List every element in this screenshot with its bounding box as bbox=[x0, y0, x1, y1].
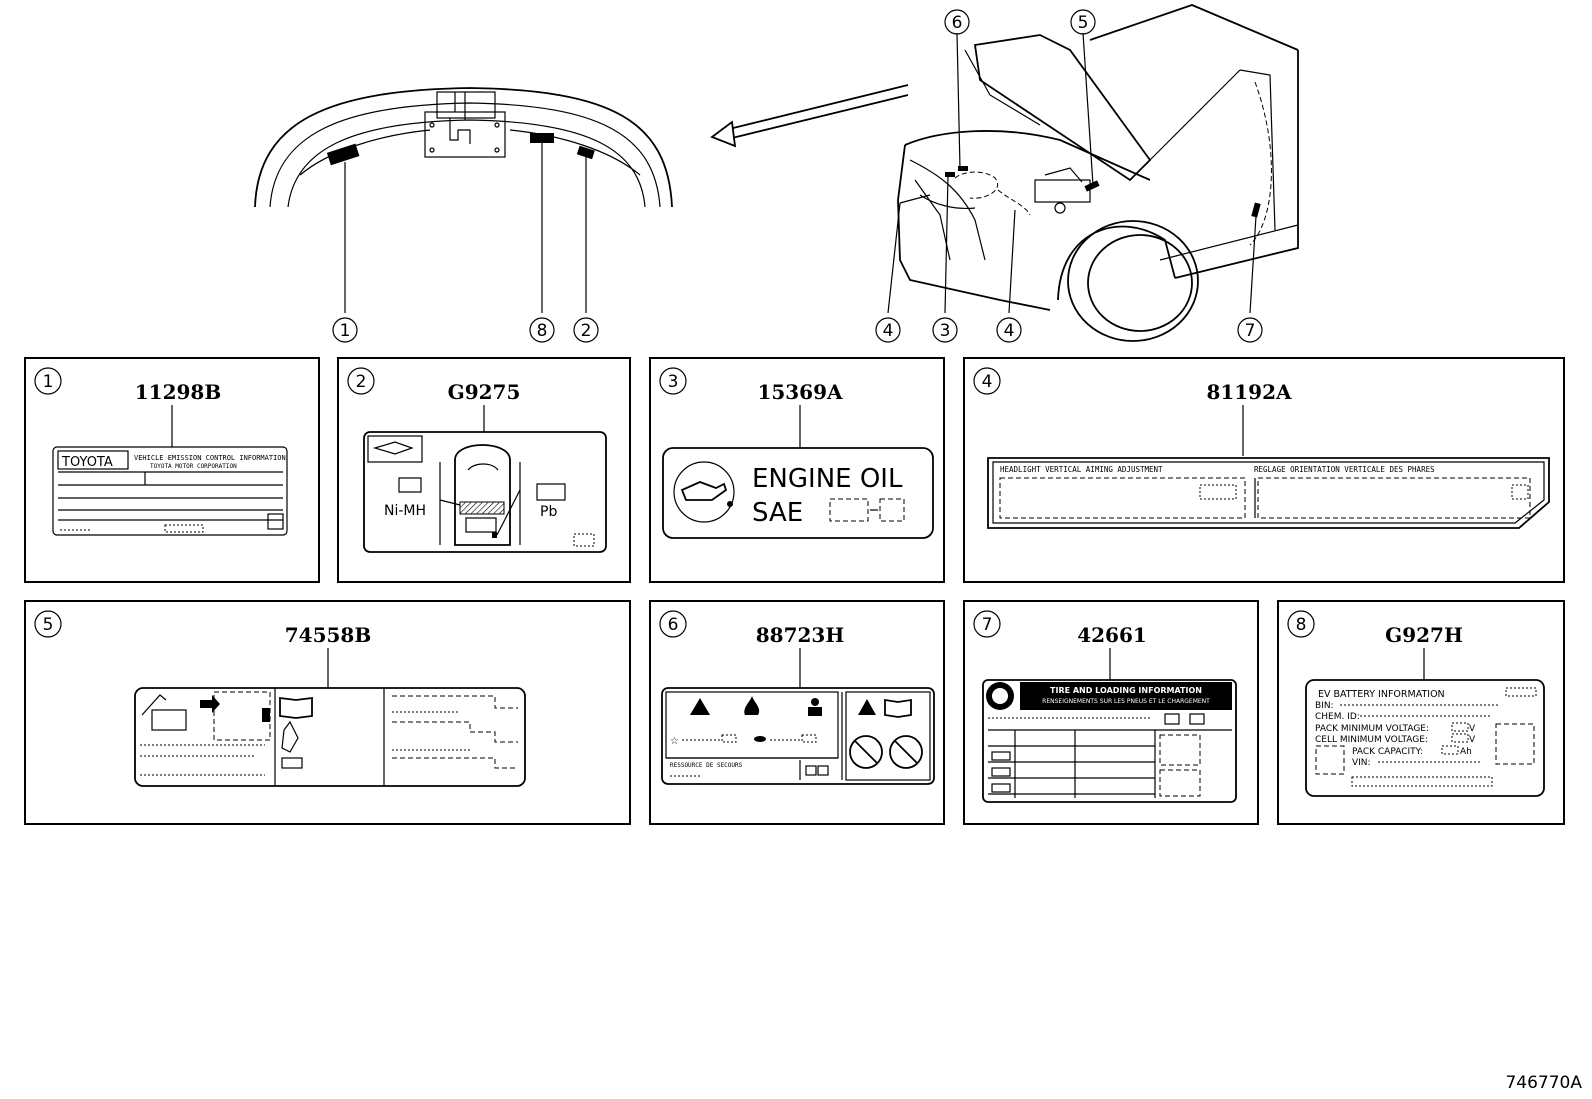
panel-7: 7 42661 TIRE AND LOADING INFORMATION REN… bbox=[963, 600, 1259, 825]
svg-text:Ah: Ah bbox=[1460, 747, 1472, 757]
view-direction-arrow bbox=[710, 84, 909, 148]
label-patch-3 bbox=[945, 172, 955, 177]
vehicle-view bbox=[887, 4, 1299, 342]
svg-text:REGLAGE ORIENTATION VERTICALE: REGLAGE ORIENTATION VERTICALE DES PHARES bbox=[1254, 465, 1435, 474]
svg-text:ENGINE OIL: ENGINE OIL bbox=[752, 464, 903, 494]
svg-text:TOYOTA: TOYOTA bbox=[61, 455, 113, 470]
svg-text:☆: ☆ bbox=[670, 736, 679, 747]
label-patch-2 bbox=[576, 145, 595, 160]
svg-text:2: 2 bbox=[356, 372, 367, 392]
svg-text:7: 7 bbox=[1245, 321, 1256, 341]
svg-text:SAE: SAE bbox=[752, 498, 803, 528]
svg-text:1: 1 bbox=[43, 372, 54, 392]
part-number: 81192A bbox=[1206, 380, 1292, 404]
label-patch-1 bbox=[326, 143, 360, 166]
callout-5-top: 5 bbox=[1070, 9, 1096, 35]
svg-text:1: 1 bbox=[340, 321, 351, 341]
svg-text:BIN:: BIN: bbox=[1315, 701, 1334, 711]
figure-id: 746770A bbox=[1505, 1073, 1582, 1093]
svg-text:VEHICLE EMISSION CONTROL INFOR: VEHICLE EMISSION CONTROL INFORMATION bbox=[134, 454, 286, 462]
svg-text:HEADLIGHT VERTICAL AIMING ADJU: HEADLIGHT VERTICAL AIMING ADJUSTMENT bbox=[1000, 465, 1163, 474]
part-number: G927H bbox=[1385, 623, 1463, 647]
svg-text:Ni-MH: Ni-MH bbox=[384, 503, 426, 519]
callout-4-top-left: 4 bbox=[875, 317, 901, 343]
svg-text:V: V bbox=[1469, 735, 1476, 745]
part-number: 11298B bbox=[135, 380, 221, 404]
callout-1-top: 1 bbox=[332, 317, 358, 343]
panel-5: 5 74558B bbox=[24, 600, 631, 825]
panel-2: 2 G9275 Ni-MH Pb bbox=[337, 357, 631, 583]
svg-text:4: 4 bbox=[982, 372, 993, 392]
svg-text:TIRE AND LOADING INFORMATION: TIRE AND LOADING INFORMATION bbox=[1050, 686, 1202, 695]
label-patch-5 bbox=[1084, 180, 1100, 192]
panel-1: 1 11298B TOYOTA VEHICLE EMISSION CONTROL… bbox=[24, 357, 320, 583]
svg-text:6: 6 bbox=[668, 615, 679, 635]
part-number: 74558B bbox=[285, 623, 371, 647]
svg-text:8: 8 bbox=[537, 321, 548, 341]
callout-6-top: 6 bbox=[944, 9, 970, 35]
svg-text:Pb: Pb bbox=[540, 504, 557, 520]
svg-text:CHEM. ID:: CHEM. ID: bbox=[1315, 712, 1360, 722]
svg-text:4: 4 bbox=[883, 321, 894, 341]
svg-text:RESSOURCE DE SECOURS: RESSOURCE DE SECOURS bbox=[670, 762, 743, 769]
panel-4: 4 81192A HEADLIGHT VERTICAL AIMING ADJUS… bbox=[963, 357, 1565, 583]
callout-8-top: 8 bbox=[529, 317, 555, 343]
svg-text:VIN:: VIN: bbox=[1352, 758, 1371, 768]
panel-6: 6 88723H ☆ RESSOURCE DE SECOURS bbox=[649, 600, 945, 825]
label-patch-8 bbox=[530, 133, 554, 143]
callout-3-top: 3 bbox=[932, 317, 958, 343]
svg-text:4: 4 bbox=[1004, 321, 1015, 341]
panel-8: 8 G927H EV BATTERY INFORMATION BIN: CHEM… bbox=[1277, 600, 1565, 825]
svg-text:7: 7 bbox=[982, 615, 993, 635]
part-number: 42661 bbox=[1077, 623, 1147, 647]
svg-text:TOYOTA MOTOR CORPORATION: TOYOTA MOTOR CORPORATION bbox=[150, 463, 237, 470]
callout-2-top: 2 bbox=[573, 317, 599, 343]
svg-text:PACK MINIMUM VOLTAGE:: PACK MINIMUM VOLTAGE: bbox=[1315, 724, 1429, 734]
svg-text:3: 3 bbox=[668, 372, 679, 392]
part-number: 15369A bbox=[757, 380, 843, 404]
part-number: G9275 bbox=[448, 380, 521, 404]
label-patch-7 bbox=[1251, 202, 1261, 218]
svg-text:5: 5 bbox=[1078, 13, 1089, 33]
svg-text:EV BATTERY INFORMATION: EV BATTERY INFORMATION bbox=[1318, 689, 1445, 700]
callout-7-top: 7 bbox=[1237, 317, 1263, 343]
callout-4-top-right: 4 bbox=[996, 317, 1022, 343]
hood-underside-view bbox=[254, 87, 673, 313]
svg-text:8: 8 bbox=[1296, 615, 1307, 635]
svg-text:6: 6 bbox=[952, 13, 963, 33]
label-patch-6 bbox=[958, 166, 968, 171]
panel-3: 3 15369A ENGINE OIL SAE bbox=[649, 357, 945, 583]
svg-text:5: 5 bbox=[43, 615, 54, 635]
part-number: 88723H bbox=[756, 623, 844, 647]
svg-text:3: 3 bbox=[940, 321, 951, 341]
svg-text:2: 2 bbox=[581, 321, 592, 341]
svg-text:CELL MINIMUM VOLTAGE:: CELL MINIMUM VOLTAGE: bbox=[1315, 735, 1428, 745]
svg-text:RENSEIGNEMENTS SUR LES PNEUS E: RENSEIGNEMENTS SUR LES PNEUS ET LE CHARG… bbox=[1042, 698, 1210, 705]
svg-text:V: V bbox=[1469, 724, 1476, 734]
svg-text:PACK CAPACITY:: PACK CAPACITY: bbox=[1352, 747, 1423, 757]
